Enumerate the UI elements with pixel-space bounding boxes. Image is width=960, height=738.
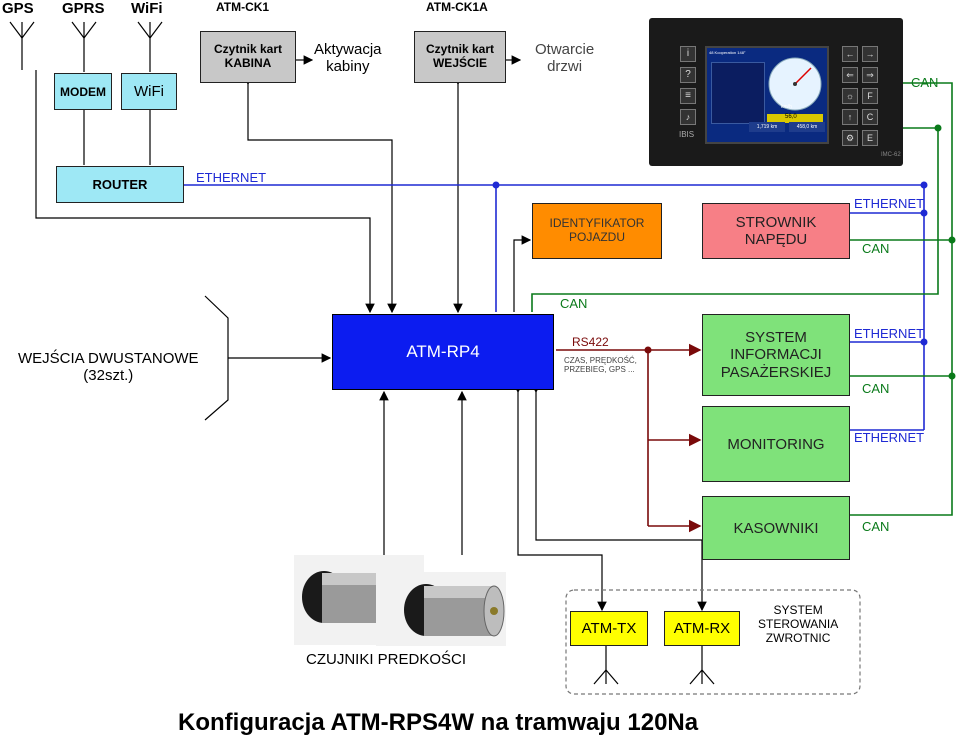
can-label-drive: CAN xyxy=(862,241,890,256)
settings-icon: ⚙ xyxy=(842,130,858,146)
ethernet-label-monitoring: ETHERNET xyxy=(854,430,925,445)
rs422-info-label: CZAS, PRĘDKOŚĆ, PRZEBIEG, GPS ... xyxy=(564,356,637,375)
speed-unit: km/h xyxy=(781,104,792,110)
next-icon: ⇒ xyxy=(862,67,878,83)
modem-box: MODEM xyxy=(54,73,112,110)
right-arrow-icon: → xyxy=(862,46,878,62)
page-title: Konfiguracja ATM-RPS4W na tramwaju 120Na xyxy=(178,709,699,736)
switch-control-label: SYSTEM STEROWANIA ZWROTNIC xyxy=(758,603,839,645)
info-icon: i xyxy=(680,46,696,62)
binary-inputs-label: WEJŚCIA DWUSTANOWE (32szt.) xyxy=(18,350,199,385)
gps-antenna xyxy=(9,21,35,70)
ethernet-label-pis: ETHERNET xyxy=(854,326,925,341)
monitoring-box: MONITORING xyxy=(702,406,850,482)
back-icon: ← xyxy=(842,46,858,62)
ck1-label: ATM-CK1 xyxy=(216,0,270,14)
wifi-antenna xyxy=(137,21,163,72)
can-label-display: CAN xyxy=(911,75,939,90)
ck1a-label: ATM-CK1A xyxy=(426,0,488,14)
light-icon: ☼ xyxy=(842,88,858,104)
speed-sensor-photo-2 xyxy=(376,572,506,646)
speed-gauge xyxy=(768,57,822,111)
door-open-label: Otwarcie drzwi xyxy=(535,41,595,76)
gprs-label: GPRS xyxy=(62,0,105,17)
wifi-box: WiFi xyxy=(121,73,177,110)
vehicle-id-box: IDENTYFIKATOR POJAZDU xyxy=(532,203,662,259)
cab-activation-label: Aktywacja kabiny xyxy=(314,41,382,76)
gps-label: GPS xyxy=(2,0,34,17)
c-key-icon: C xyxy=(862,109,878,125)
wifi-label: WiFi xyxy=(131,0,163,17)
menu-icon: ≡ xyxy=(680,88,696,104)
rs422-label: RS422 xyxy=(572,335,609,349)
e-key-icon: E xyxy=(862,130,878,146)
ibis-label: IBIS xyxy=(679,130,695,139)
up-icon: ↑ xyxy=(842,109,858,125)
panel-model-label: IMC-62 xyxy=(881,152,901,158)
atm-tx-box: ATM-TX xyxy=(570,611,648,646)
card-reader-entry-box: Czytnik kart WEJŚCIE xyxy=(414,31,506,83)
help-icon: ? xyxy=(680,67,696,83)
ethernet-label-router: ETHERNET xyxy=(196,170,267,185)
speed-sensors-label: CZUJNIKI PREDKOŚCI xyxy=(306,651,467,668)
screen-title: 48 Kooperation 148° xyxy=(709,50,746,55)
card-reader-cab-box: Czytnik kart KABINA xyxy=(200,31,296,83)
validators-box: KASOWNIKI xyxy=(702,496,850,560)
speed-readout xyxy=(767,114,823,123)
ethernet-label-drive: ETHERNET xyxy=(854,196,925,211)
left-gauges xyxy=(711,62,765,124)
driver-display-panel: i ? ≡ ♪ IBIS 48 Kooperation 148° km/h 56… xyxy=(649,18,903,166)
atm-rx-box: ATM-RX xyxy=(664,611,740,646)
odometer-readout: 1,719 km xyxy=(749,122,785,132)
drive-controller-box: STROWNIK NAPĘDU xyxy=(702,203,850,259)
f-key-icon: F xyxy=(862,88,878,104)
router-box: ROUTER xyxy=(56,166,184,203)
sound-icon: ♪ xyxy=(680,109,696,125)
gprs-antenna xyxy=(71,21,97,72)
speed-value: 56,0 xyxy=(785,114,797,120)
atm-rp4-box: ATM-RP4 xyxy=(332,314,554,390)
can-label-pis: CAN xyxy=(862,381,890,396)
passenger-info-box: SYSTEM INFORMACJI PASAŻERSKIEJ xyxy=(702,314,850,396)
left-arrow-icon: ⇐ xyxy=(842,67,858,83)
can-label-main: CAN xyxy=(560,296,588,311)
can-label-validators: CAN xyxy=(862,519,890,534)
distance-readout: 458,0 km xyxy=(789,122,825,132)
